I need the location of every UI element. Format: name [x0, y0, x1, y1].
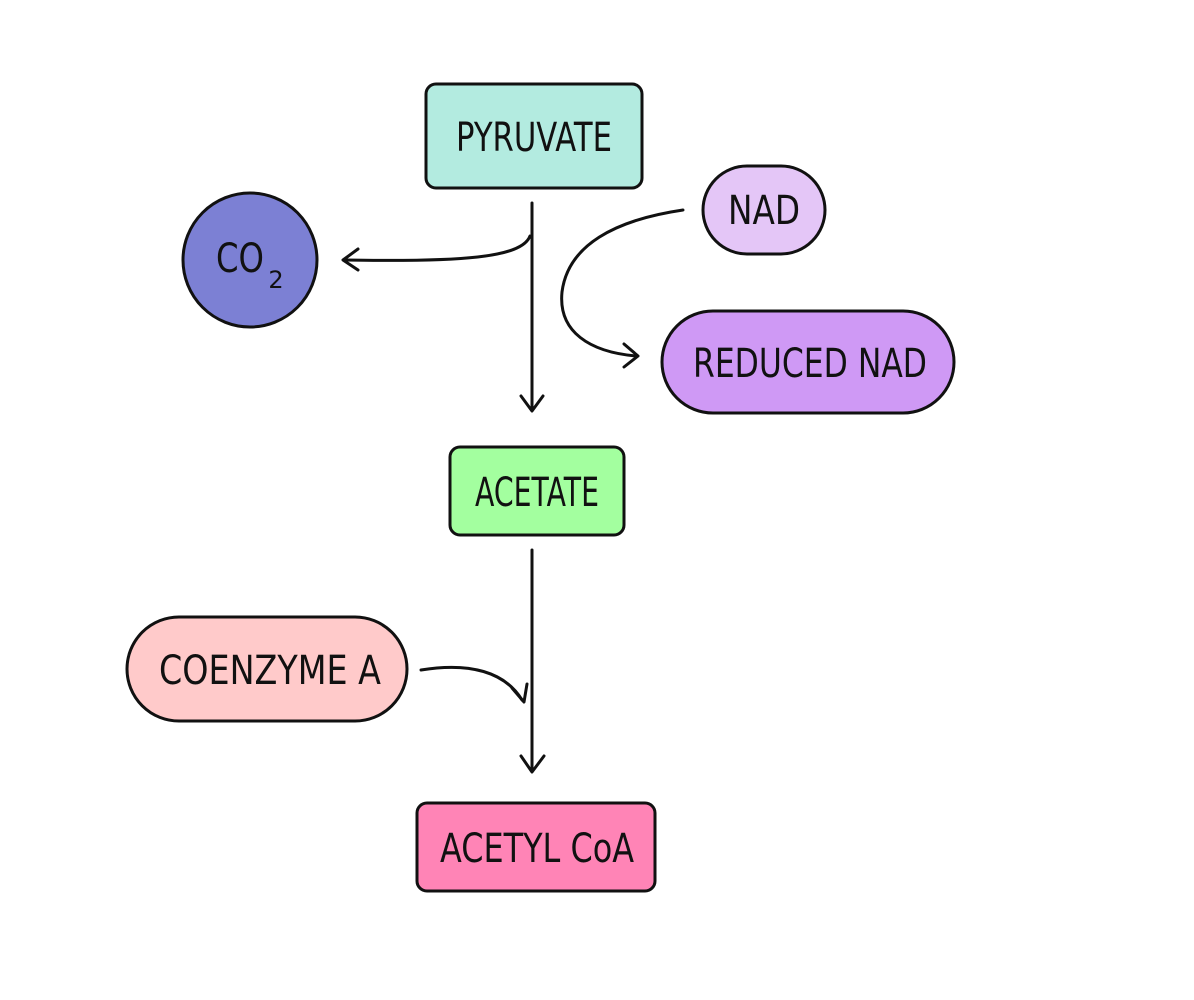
- node-pyruvate: PYRUVATE: [424, 82, 644, 190]
- co2-circle: [181, 191, 319, 329]
- acetate-box: [448, 445, 626, 537]
- acetyl-coa-box: [415, 801, 657, 893]
- arrow-coenzyme-a-join: [419, 665, 524, 702]
- node-nad: NAD: [701, 164, 827, 256]
- node-co2: CO 2: [181, 191, 319, 329]
- node-reduced-nad: REDUCED NAD: [660, 309, 956, 415]
- acetyl-coa-label: ACETYL CoA: [440, 826, 635, 872]
- node-coenzyme-a: COENZYME A: [125, 615, 409, 723]
- node-acetate: ACETATE: [448, 445, 626, 537]
- arrows: [341, 201, 685, 774]
- coenzyme-a-label: COENZYME A: [159, 648, 382, 694]
- reduced-nad-pill: [660, 309, 956, 415]
- arrowhead-to-co2: [341, 247, 360, 272]
- arrowhead-nad-to-reduced-nad: [622, 342, 640, 369]
- co2-label: CO: [216, 236, 264, 282]
- arrowhead-coenzyme-a-join: [510, 682, 529, 704]
- coenzyme-a-pill: [125, 615, 409, 723]
- node-acetyl-coa: ACETYL CoA: [415, 801, 657, 893]
- reduced-nad-label: REDUCED NAD: [693, 341, 927, 387]
- nad-label: NAD: [728, 188, 800, 234]
- pyruvate-box: [424, 82, 644, 190]
- pyruvate-label: PYRUVATE: [456, 115, 612, 161]
- arrowhead-pyruvate-to-acetate: [519, 394, 545, 413]
- arrow-nad-to-reduced-nad: [560, 208, 685, 358]
- acetate-label: ACETATE: [475, 470, 599, 516]
- nad-pill: [701, 164, 827, 256]
- arrowhead-acetate-to-acetyl-coa: [519, 754, 546, 774]
- arrow-to-co2: [343, 234, 532, 262]
- co2-subscript: 2: [268, 266, 283, 294]
